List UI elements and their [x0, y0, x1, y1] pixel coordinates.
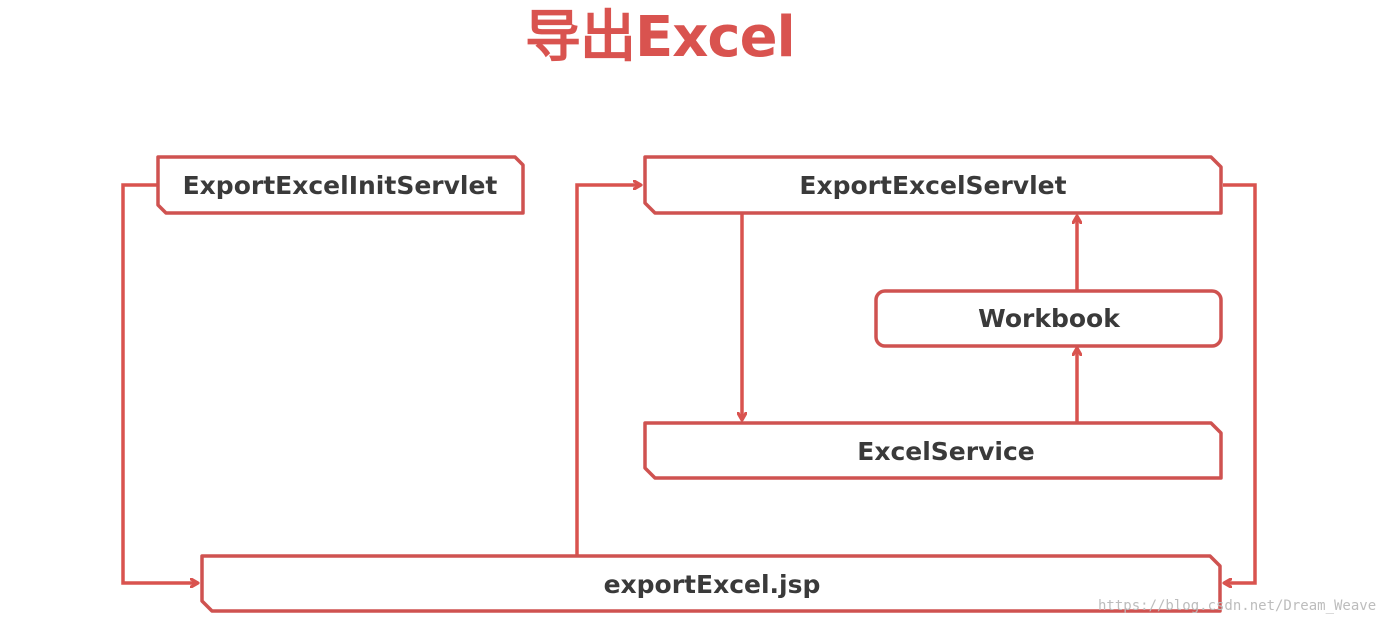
- edges: [121, 183, 1257, 583]
- node-workbook: Workbook: [874, 289, 1223, 348]
- node-box: [200, 554, 1222, 613]
- node-label: exportExcel.jsp: [604, 570, 821, 599]
- node-export-excel-init-servlet: ExportExcelInitServlet: [156, 155, 525, 215]
- node-box: [643, 155, 1223, 215]
- node-label: ExportExcelInitServlet: [183, 171, 498, 200]
- edge-jsp-to-exportservlet: [575, 185, 641, 555]
- node-label: ExcelService: [857, 437, 1034, 466]
- node-label: ExportExcelServlet: [799, 171, 1066, 200]
- node-export-excel-jsp: exportExcel.jsp: [200, 554, 1222, 613]
- node-box: [643, 421, 1223, 480]
- node-box: [874, 289, 1223, 348]
- node-label: Workbook: [978, 304, 1121, 333]
- edge-exportservlet-to-jsp: [1223, 183, 1257, 583]
- page-title: 导出Excel: [525, 5, 796, 70]
- node-export-excel-servlet: ExportExcelServlet: [643, 155, 1223, 215]
- node-box: [156, 155, 525, 215]
- watermark-text: https://blog.csdn.net/Dream_Weave: [1098, 598, 1377, 614]
- node-excel-service: ExcelService: [643, 421, 1223, 480]
- edge-initservlet-to-jsp: [121, 183, 198, 583]
